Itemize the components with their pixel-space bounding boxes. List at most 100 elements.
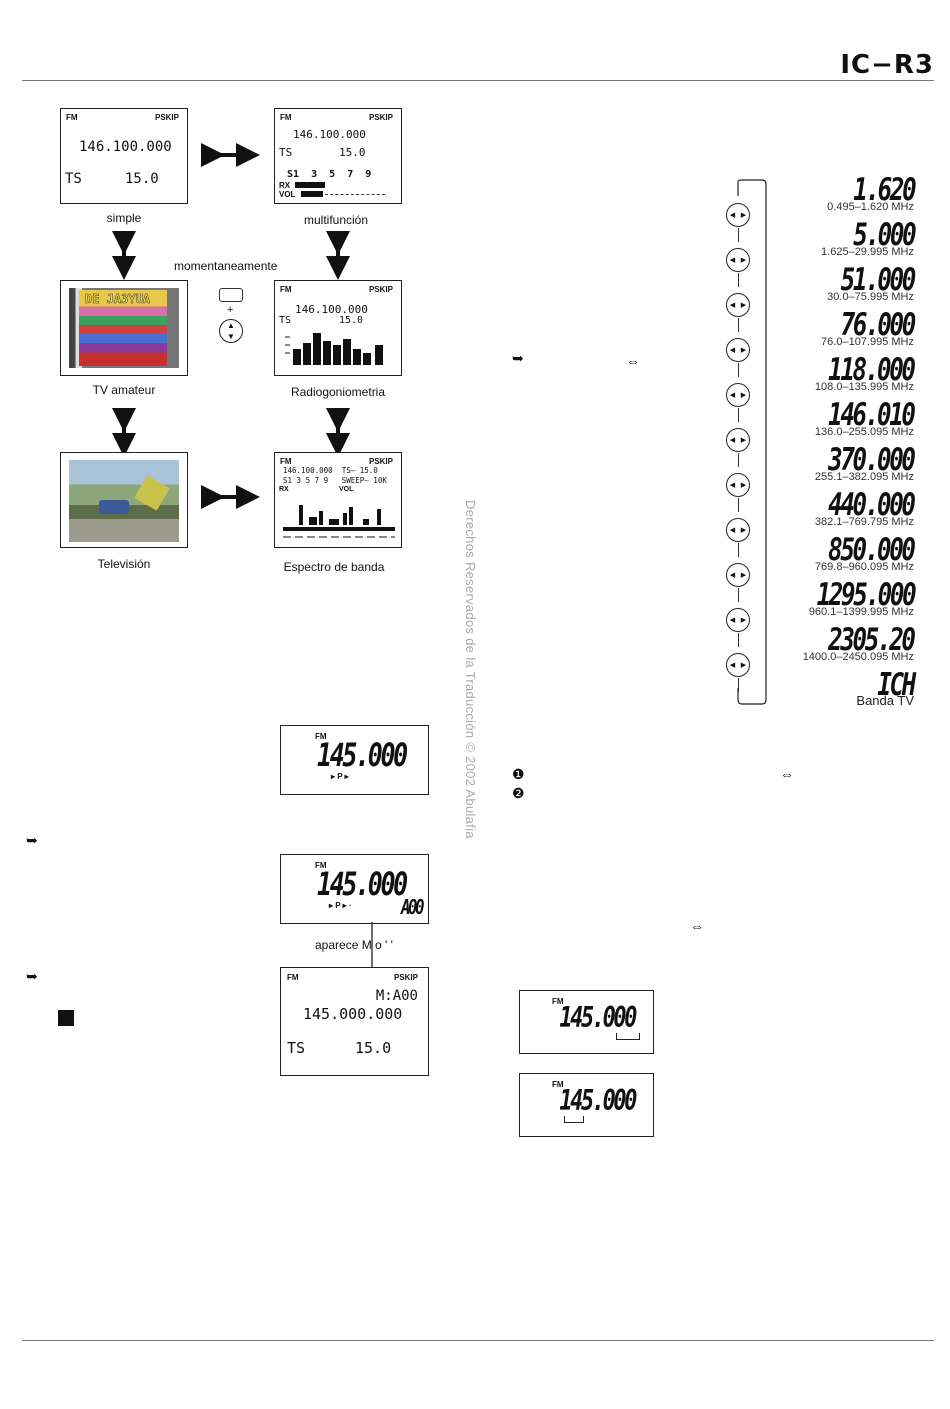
band-range: 76.0–107.995 MHz xyxy=(821,336,914,348)
caption-band-spectrum: Espectro de banda xyxy=(283,560,385,574)
appears-note: aparece M o ' ' xyxy=(315,938,393,952)
ts-label: TS xyxy=(279,315,292,326)
mode-label: FM xyxy=(280,113,292,122)
lcd-memory-view: FM PSKIP M:A00 145.000.000 TS 15.0 xyxy=(280,967,429,1076)
dial-link xyxy=(738,678,739,692)
dial-icon: ▲▼ xyxy=(219,319,243,343)
band-range: 136.0–255.095 MHz xyxy=(814,426,914,438)
dial-icon: ◀▶ xyxy=(726,383,750,407)
tv-picture xyxy=(69,460,179,542)
television-screen xyxy=(60,452,188,548)
rx-label: RX xyxy=(279,486,289,493)
spectrum-line2: S1 3 5 7 9 SWEEP– 10K xyxy=(283,476,387,485)
lcd-band-spectrum: FM PSKIP 146.100.000 TS– 15.0 S1 3 5 7 9… xyxy=(274,452,402,548)
caption-television: Televisión xyxy=(97,557,151,571)
dial-link xyxy=(738,363,739,377)
band-frequency: 2305.20 xyxy=(828,622,916,658)
band-range: 30.0–75.995 MHz xyxy=(827,291,914,303)
dial-icon: ◀▶ xyxy=(726,293,750,317)
dial-icon: ◀▶ xyxy=(726,248,750,272)
swap-icon: ⇔ xyxy=(780,766,794,782)
caption-radiogoniometry: Radiogoniometria xyxy=(290,385,386,399)
band-range: 960.1–1399.995 MHz xyxy=(808,606,914,618)
dial-icon: ◀▶ xyxy=(726,338,750,362)
band-frequency: 1.620 xyxy=(852,172,916,208)
spectrum-line1: 146.100.000 TS– 15.0 xyxy=(283,466,378,475)
band-frequency: ICH xyxy=(877,667,916,703)
mode-label: FM xyxy=(315,861,327,870)
arrow-icon: ➥ xyxy=(26,832,38,848)
band-range: 769.8–960.095 MHz xyxy=(814,561,914,573)
dial-link xyxy=(738,228,739,242)
ts-label: TS xyxy=(287,1039,306,1057)
vol-label: VOL xyxy=(279,190,296,199)
vol-bar xyxy=(301,191,323,197)
key-icon xyxy=(219,288,243,302)
frequency: 145.000 xyxy=(559,1001,637,1034)
spectrum-bars xyxy=(283,505,395,538)
dial-link xyxy=(738,408,739,422)
band-range: 1400.0–2450.095 MHz xyxy=(802,651,914,663)
dial-link xyxy=(738,318,739,332)
band-frequency: 5.000 xyxy=(852,217,916,253)
ts-value: 15.0 xyxy=(355,1039,392,1057)
mode-label: FM xyxy=(552,997,564,1006)
band-range: Banda TV xyxy=(856,693,914,708)
pskip-label: PSKIP xyxy=(393,973,418,982)
band-frequency: 51.000 xyxy=(840,262,917,298)
lcd-simple: FM PSKIP 146.100.000 TS 15.0 xyxy=(60,108,188,204)
dial-icon: ◀▶ xyxy=(726,563,750,587)
lcd-bottom-1: FM 145.000 xyxy=(519,990,654,1054)
ts-value: 15.0 xyxy=(339,146,366,159)
ts-value: 15.0 xyxy=(125,171,159,187)
mode-label: FM xyxy=(280,285,292,294)
pskip-label: PSKIP xyxy=(368,285,393,294)
direction-bars xyxy=(285,333,383,365)
frequency: 146.100.000 xyxy=(293,128,366,141)
dial-icon: ◀▶ xyxy=(726,473,750,497)
lcd-skip-2: FM 145.000 ▸ P ▸ · A00 xyxy=(280,854,429,924)
tv-car xyxy=(99,500,129,514)
mode-label: FM xyxy=(287,973,299,982)
frequency: 145.000 xyxy=(317,865,408,903)
dial-icon: ◀▶ xyxy=(726,518,750,542)
band-frequency: 1295.000 xyxy=(816,577,916,613)
dial-icon: ◀▶ xyxy=(726,203,750,227)
test-pattern: DE JA3YUA xyxy=(69,288,179,368)
arrow-icon: ➥ xyxy=(512,350,524,366)
lcd-bottom-2: FM 145.000 xyxy=(519,1073,654,1137)
caption-tv-amateur: TV amateur xyxy=(92,383,156,397)
skip-indicator: ▸ P ▸ xyxy=(331,772,349,781)
pskip-label: PSKIP xyxy=(154,113,179,122)
dial-icon: ◀▶ xyxy=(726,653,750,677)
dial-link xyxy=(738,453,739,467)
mode-label: FM xyxy=(280,457,292,466)
model-logo: IC−R3 xyxy=(840,50,934,80)
ts-label: TS xyxy=(65,171,82,187)
skip-indicator: ▸ P ▸ · xyxy=(329,901,352,910)
band-range: 108.0–135.995 MHz xyxy=(814,381,914,393)
tv-amateur-screen: DE JA3YUA xyxy=(60,280,188,376)
band-frequency: 850.000 xyxy=(828,532,916,568)
vol-label: VOL xyxy=(339,486,354,493)
dial-link xyxy=(738,588,739,602)
memory-channel: M:A00 xyxy=(375,988,418,1004)
step-2-icon: ❷ xyxy=(512,785,525,801)
band-range: 255.1–382.095 MHz xyxy=(814,471,914,483)
pskip-label: PSKIP xyxy=(368,457,393,466)
dial-link xyxy=(738,633,739,647)
arrow-icon: ➥ xyxy=(26,968,38,984)
pointer-line xyxy=(368,922,376,994)
callsign: DE JA3YUA xyxy=(85,292,151,307)
rx-bar xyxy=(295,182,325,188)
pskip-label: PSKIP xyxy=(368,113,393,122)
mode-label: FM xyxy=(315,732,327,741)
vol-scale xyxy=(325,194,385,195)
band-loop xyxy=(737,179,767,705)
step-bracket xyxy=(564,1116,584,1123)
ts-label: TS xyxy=(279,146,293,159)
mode-arrows xyxy=(112,143,350,509)
step-1-icon: ❶ xyxy=(512,766,525,782)
frequency: 146.100.000 xyxy=(79,139,172,155)
band-frequency: 440.000 xyxy=(828,487,916,523)
